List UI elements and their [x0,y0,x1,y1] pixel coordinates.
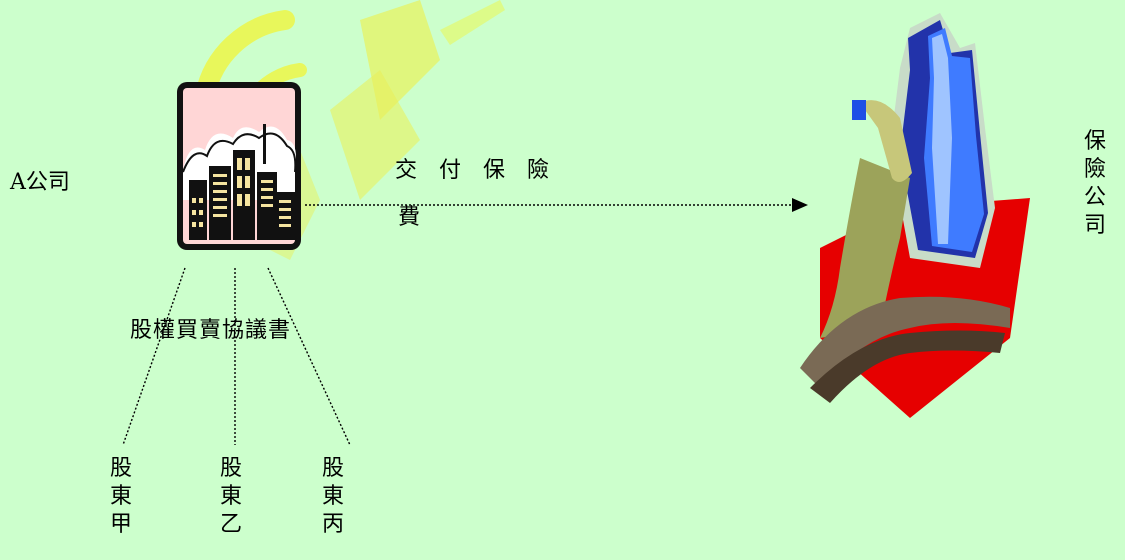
connector-shareholder-1 [122,267,186,446]
connector-shareholder-3 [267,267,351,446]
shareholder-3-label: 股東丙 [321,456,344,537]
shareholder-1-label: 股東甲 [109,456,132,537]
company-a-label: A公司 [10,170,70,195]
payment-label-line2: 費 [398,205,421,230]
payment-arrowhead [792,198,808,212]
payment-label-line1: 交 付 保 險 [395,158,550,183]
city-buildings-icon [177,82,301,250]
agreement-label: 股權買賣協議書 [130,318,292,343]
person-pushing-tower-icon [800,13,1030,418]
insurer-label: 保險公司 [1083,129,1106,238]
shareholder-2-label: 股東乙 [219,456,242,537]
